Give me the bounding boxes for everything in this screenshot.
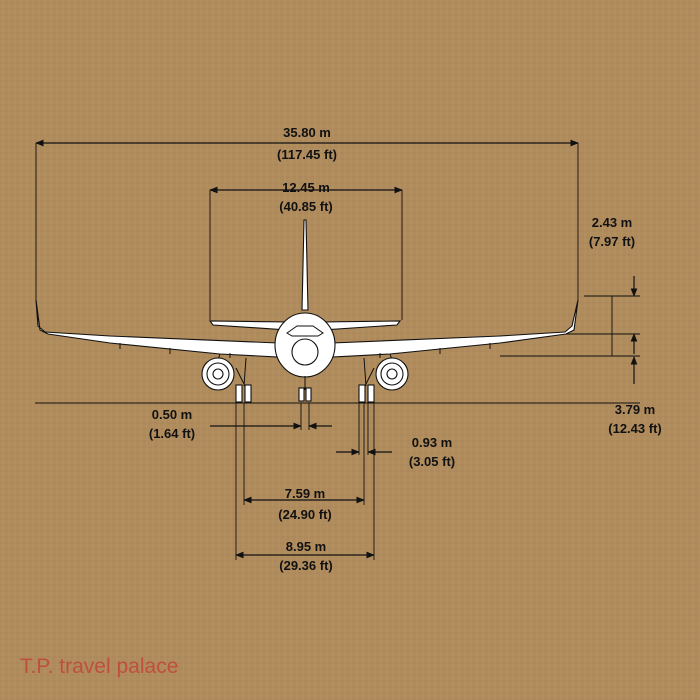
left-wing [35,299,279,358]
left-engine [201,353,235,391]
nose-gear-track-m-label: 0.50 m [152,407,192,422]
main-gear-track-m-label: 7.59 m [285,486,325,501]
nose-radome [291,338,319,366]
right-main-landing-gear [358,357,375,403]
aircraft-front-view [35,219,579,403]
main-gear-outer-dimension [235,403,375,560]
wingtip-height-ft-label: (12.43 ft) [608,421,661,436]
vertical-stabilizer [301,219,309,311]
main-gear-outer-m-label: 8.95 m [286,539,326,554]
winglet-height-m-label: 2.43 m [592,215,632,230]
nose-gear-track-ft-label: (1.64 ft) [149,426,195,441]
main-wheel-track-ft-label: (3.05 ft) [409,454,455,469]
wingspan-dimension [35,139,579,300]
winglet-height-ft-label: (7.97 ft) [589,234,635,249]
main-gear-outer-ft-label: (29.36 ft) [279,558,332,573]
flap-fairings [119,343,491,358]
cockpit-windows [286,325,324,337]
wingtip-height-m-label: 3.79 m [615,402,655,417]
right-engine [375,353,409,391]
right-wing [331,299,579,358]
tailplane-m-label: 12.45 m [282,180,330,195]
main-gear-track-ft-label: (24.90 ft) [278,507,331,522]
main-gear-track-dimension [243,403,365,505]
tailplane-span-dimension [209,186,403,320]
wingspan-m-label: 35.80 m [283,125,331,140]
nose-landing-gear [298,376,312,402]
nose-gear-track-dimension [210,403,332,430]
wingspan-ft-label: (117.45 ft) [277,147,337,162]
winglet-height-dimension [566,276,640,356]
main-wheel-track-dimension [336,403,392,456]
left-main-landing-gear [235,357,252,403]
main-wheel-track-m-label: 0.93 m [412,435,452,450]
tailplane-ft-label: (40.85 ft) [279,199,332,214]
wingtip-height-dimension [500,355,640,404]
watermark-logo: T.P. travel palace [20,655,179,678]
